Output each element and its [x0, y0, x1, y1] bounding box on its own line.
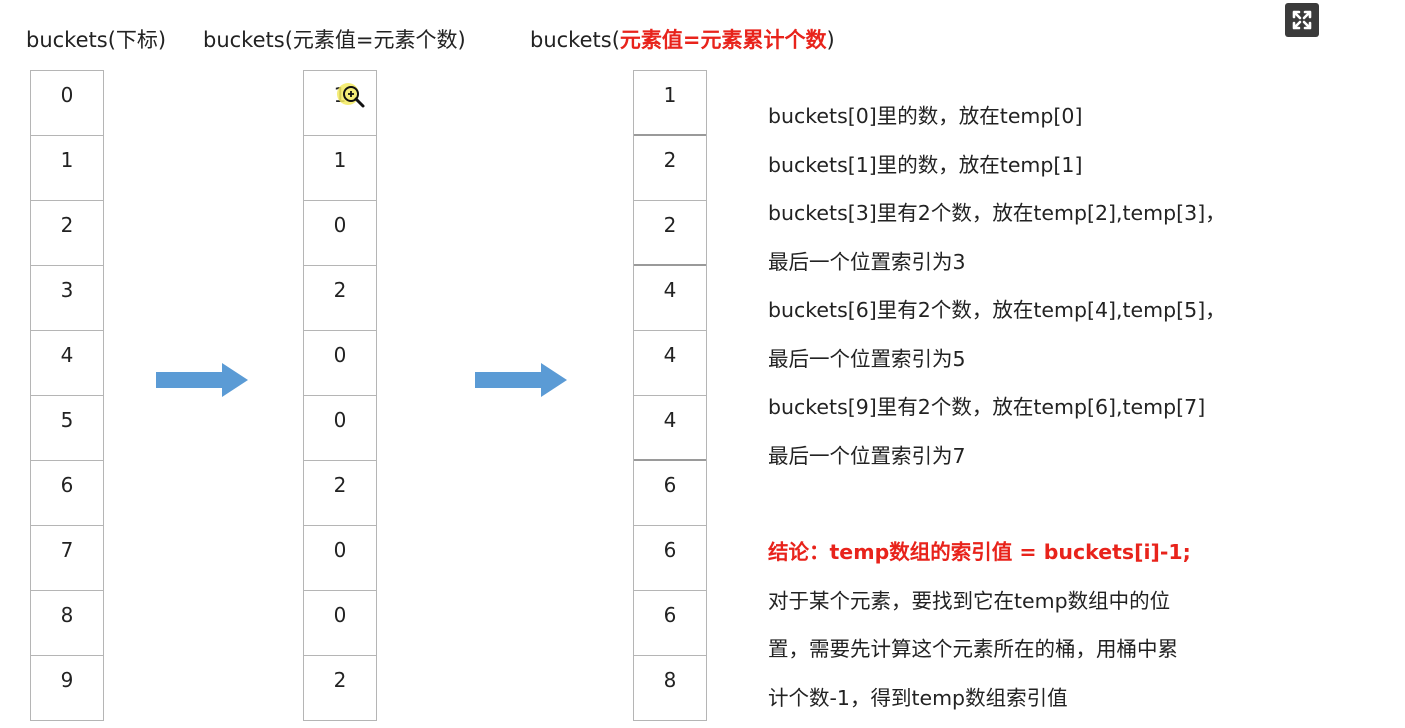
- count-cell: 2: [304, 656, 376, 721]
- note-line: 最后一个位置索引为5: [768, 346, 966, 371]
- header-counts: buckets(元素值=元素个数): [203, 28, 466, 52]
- index-cell: 2: [31, 201, 103, 266]
- cumulative-cell: 6: [634, 526, 706, 591]
- note-line: buckets[6]里有2个数，放在temp[4],temp[5]，: [768, 298, 1226, 322]
- zoom-in-icon: [337, 83, 365, 108]
- index-cell: 1: [31, 136, 103, 201]
- header-index: buckets(下标): [26, 28, 167, 52]
- expand-icon: [1292, 10, 1312, 30]
- cumulative-column: 1 2 2 4 4 4 6 6 6 8: [633, 70, 707, 721]
- count-cell: 0: [304, 526, 376, 591]
- explanation-line: 置，需要先计算这个元素所在的桶，用桶中累: [768, 637, 1178, 661]
- count-cell: 0: [304, 396, 376, 461]
- notes-panel: buckets[0]里的数，放在temp[0] buckets[1]里的数，放在…: [768, 92, 1348, 722]
- expand-button[interactable]: [1285, 3, 1319, 37]
- note-line: buckets[9]里有2个数，放在temp[6],temp[7]: [768, 395, 1206, 419]
- note-line: 最后一个位置索引为7: [768, 443, 966, 468]
- cumulative-cell: 6: [634, 591, 706, 656]
- cumulative-cell: 8: [634, 656, 706, 721]
- count-cell: 0: [304, 331, 376, 396]
- cumulative-cell: 2: [634, 136, 706, 201]
- count-cell: 0: [304, 201, 376, 266]
- cumulative-cell: 6: [634, 461, 706, 526]
- conclusion: 结论：temp数组的索引值 = buckets[i]-1;: [768, 540, 1191, 564]
- cumulative-cell: 4: [634, 266, 706, 331]
- index-cell: 0: [31, 71, 103, 136]
- cumulative-cell: 1: [634, 71, 706, 136]
- right-arrow-icon: [156, 363, 248, 397]
- index-cell: 8: [31, 591, 103, 656]
- index-cell: 7: [31, 526, 103, 591]
- count-cell: 1: [304, 136, 376, 201]
- explanation-line: 计个数-1，得到temp数组索引值: [768, 685, 1068, 710]
- explanation-line: 对于某个元素，要找到它在temp数组中的位: [768, 588, 1171, 613]
- counts-column: 1 1 0 2 0 0 2 0 0 2: [303, 70, 377, 721]
- header-cumulative: buckets(元素值=元素累计个数): [530, 24, 835, 54]
- right-arrow-icon: [475, 363, 567, 397]
- count-cell: 0: [304, 591, 376, 656]
- index-cell: 6: [31, 461, 103, 526]
- index-cell: 4: [31, 331, 103, 396]
- note-line: buckets[0]里的数，放在temp[0]: [768, 104, 1083, 128]
- index-cell: 9: [31, 656, 103, 721]
- index-cell: 3: [31, 266, 103, 331]
- index-cell: 5: [31, 396, 103, 461]
- cumulative-cell: 2: [634, 201, 706, 266]
- note-line: buckets[3]里有2个数，放在temp[2],temp[3]，: [768, 201, 1226, 225]
- header-cumulative-highlight: 元素值=元素累计个数: [619, 28, 827, 52]
- count-cell: 2: [304, 266, 376, 331]
- cumulative-cell: 4: [634, 396, 706, 461]
- note-line: buckets[1]里的数，放在temp[1]: [768, 152, 1083, 177]
- index-column: 0 1 2 3 4 5 6 7 8 9: [30, 70, 104, 721]
- cumulative-cell: 4: [634, 331, 706, 396]
- header-cumulative-suffix: ): [826, 28, 835, 52]
- note-line: 最后一个位置索引为3: [768, 249, 966, 274]
- header-cumulative-prefix: buckets(: [530, 28, 620, 52]
- count-cell: 2: [304, 461, 376, 526]
